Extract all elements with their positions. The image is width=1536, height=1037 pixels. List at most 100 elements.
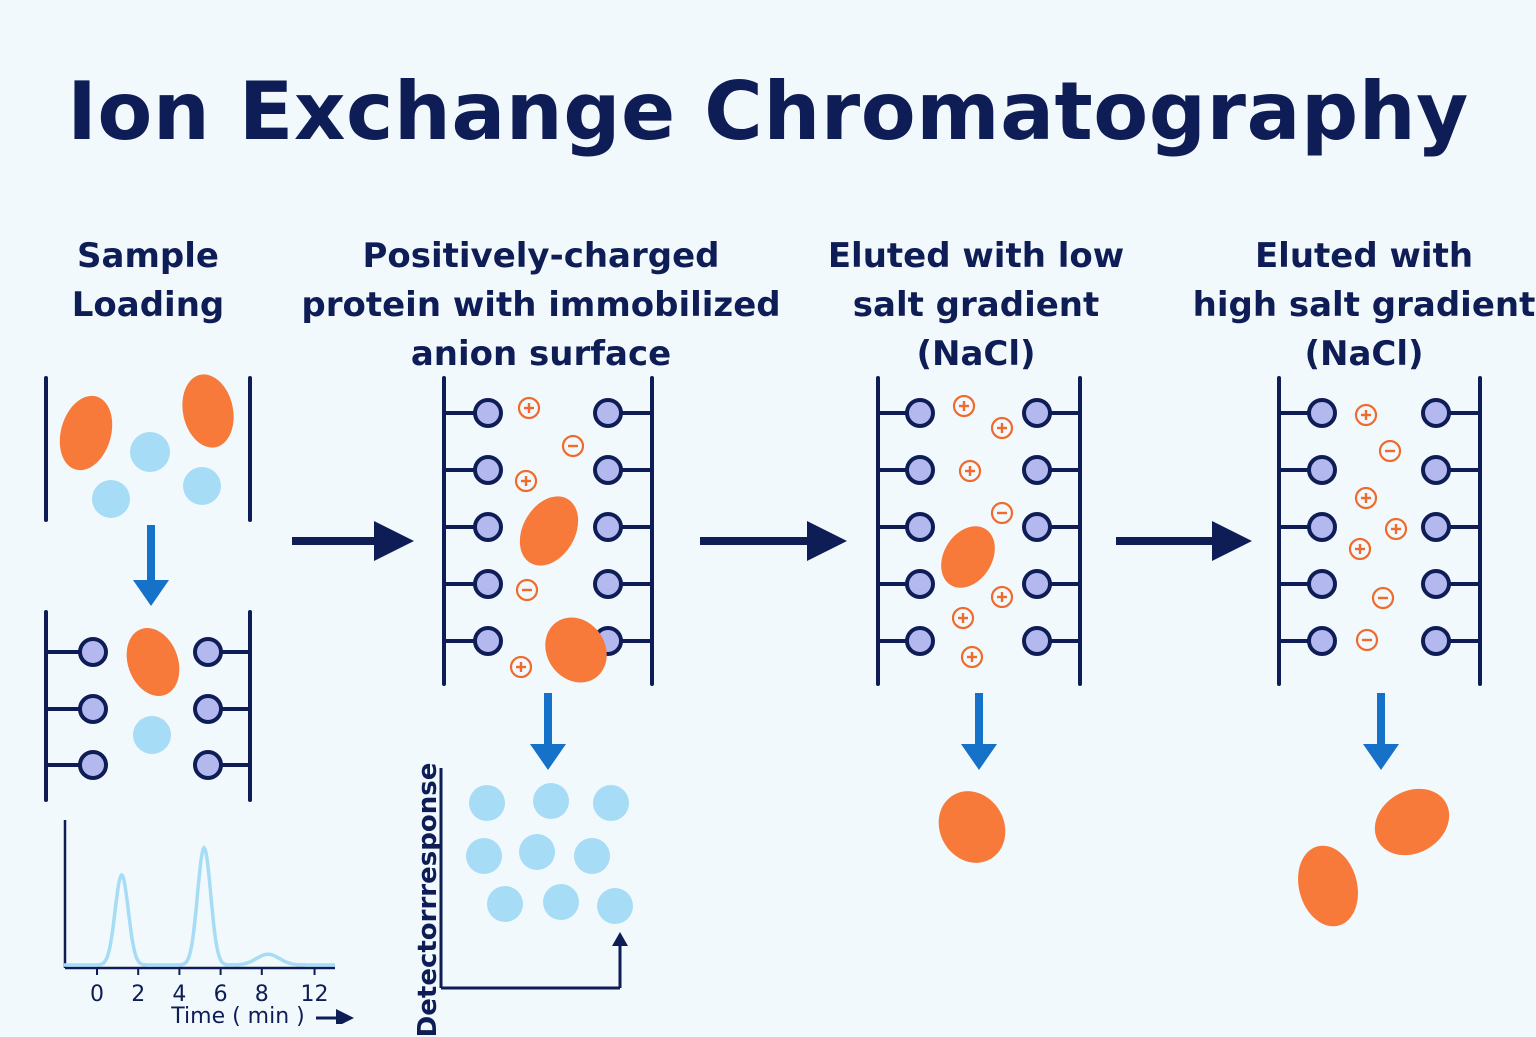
cation-icon	[1348, 537, 1372, 561]
step-label-sample-loading: Sample Loading	[72, 232, 225, 330]
cation-icon	[1354, 486, 1378, 510]
protein	[1298, 845, 1358, 927]
anion-bead	[1022, 569, 1052, 599]
step-label-line: protein with immobilized	[301, 285, 781, 325]
right-arrow-icon	[1212, 521, 1252, 561]
arrows-layer	[133, 521, 1399, 770]
anion-bead	[78, 750, 108, 780]
protein	[938, 791, 1006, 863]
protein	[126, 628, 180, 696]
particle	[133, 716, 171, 754]
anion-bead	[1421, 398, 1451, 428]
anion-bead	[1022, 455, 1052, 485]
protein	[545, 617, 607, 683]
step-label-line: (NaCl)	[916, 334, 1036, 374]
cation-icon	[1384, 517, 1408, 541]
step-label-line: salt gradient	[852, 285, 1100, 325]
step-label-line: Eluted with	[1254, 236, 1474, 276]
chromatogram-layer	[63, 820, 354, 1024]
anion-bead	[473, 626, 503, 656]
anion-bead	[593, 398, 623, 428]
chromatogram-tick-label: 2	[131, 982, 146, 1007]
protein	[182, 374, 234, 448]
particle	[533, 783, 569, 819]
anion-bead	[1421, 512, 1451, 542]
anion-bead	[1307, 455, 1337, 485]
step-label-line: Sample	[77, 236, 219, 276]
particle	[183, 467, 221, 505]
diagram-title: Ion Exchange Chromatography	[67, 65, 1469, 158]
step-label-line: Eluted with low	[827, 236, 1125, 276]
anion-icon	[515, 578, 539, 602]
cation-icon	[951, 606, 975, 630]
anion-bead	[593, 512, 623, 542]
cation-icon	[1354, 403, 1378, 427]
step-label-line: high salt gradient	[1192, 285, 1536, 325]
anion-bead	[193, 637, 223, 667]
anion-bead	[1307, 512, 1337, 542]
cation-icon	[514, 469, 538, 493]
step-label-line: (NaCl)	[1304, 334, 1424, 374]
detector-y-axis-label: Detectorrresponse	[413, 762, 443, 1037]
cation-icon	[990, 585, 1014, 609]
anion-bead	[593, 455, 623, 485]
anion-bead	[1307, 569, 1337, 599]
cation-icon	[517, 396, 541, 420]
particle	[92, 480, 130, 518]
down-arrow-icon	[133, 580, 169, 606]
anion-bead	[1421, 626, 1451, 656]
protein	[1374, 788, 1450, 856]
particle	[487, 886, 523, 922]
cation-icon	[990, 416, 1014, 440]
anion-bead	[905, 455, 935, 485]
protein	[519, 496, 579, 566]
step-label-line: Loading	[71, 285, 225, 325]
anion-bead	[905, 626, 935, 656]
detector-up-arrow-icon	[612, 932, 628, 946]
chromatogram-tick-label: 4	[172, 982, 187, 1007]
step-label-binding: Positively-charged protein with immobili…	[301, 232, 780, 379]
particle	[466, 838, 502, 874]
anion-icon	[1355, 628, 1379, 652]
particle	[519, 834, 555, 870]
particle	[130, 432, 170, 472]
particle	[597, 888, 633, 924]
chromatogram-tick-label: 6	[213, 982, 228, 1007]
anion-bead	[193, 750, 223, 780]
anion-icon	[990, 501, 1014, 525]
particle	[574, 838, 610, 874]
columns-layer	[44, 376, 1482, 802]
anion-bead	[905, 512, 935, 542]
particle	[469, 785, 505, 821]
anion-bead	[473, 512, 503, 542]
anion-bead	[78, 694, 108, 724]
right-arrow-icon	[807, 521, 847, 561]
anion-bead	[593, 569, 623, 599]
protein	[941, 526, 995, 588]
anion-bead	[905, 569, 935, 599]
cation-icon	[958, 459, 982, 483]
anion-bead	[1022, 512, 1052, 542]
cation-icon	[952, 394, 976, 418]
anion-bead	[193, 694, 223, 724]
anion-icon	[561, 434, 585, 458]
anion-bead	[473, 398, 503, 428]
anion-bead	[473, 455, 503, 485]
anion-icon	[1378, 439, 1402, 463]
anion-bead	[1421, 455, 1451, 485]
detector-plot-layer	[439, 768, 628, 990]
down-arrow-icon	[961, 744, 997, 770]
down-arrow-icon	[1363, 744, 1399, 770]
anion-icon	[1371, 586, 1395, 610]
chromatogram-tick-label: 8	[254, 982, 269, 1007]
step-label-high-salt: Eluted with high salt gradient (NaCl)	[1193, 232, 1536, 379]
step-label-line: anion surface	[410, 334, 672, 374]
step-label-line: Positively-charged	[362, 236, 720, 276]
chromatogram-x-axis-label: Time ( min )	[171, 1004, 305, 1029]
anion-bead	[1421, 569, 1451, 599]
chromatogram-tick-label: 0	[90, 982, 104, 1007]
anion-bead	[1022, 398, 1052, 428]
particles-layer	[59, 374, 1450, 927]
down-arrow-icon	[530, 744, 566, 770]
right-arrow-icon	[374, 521, 414, 561]
